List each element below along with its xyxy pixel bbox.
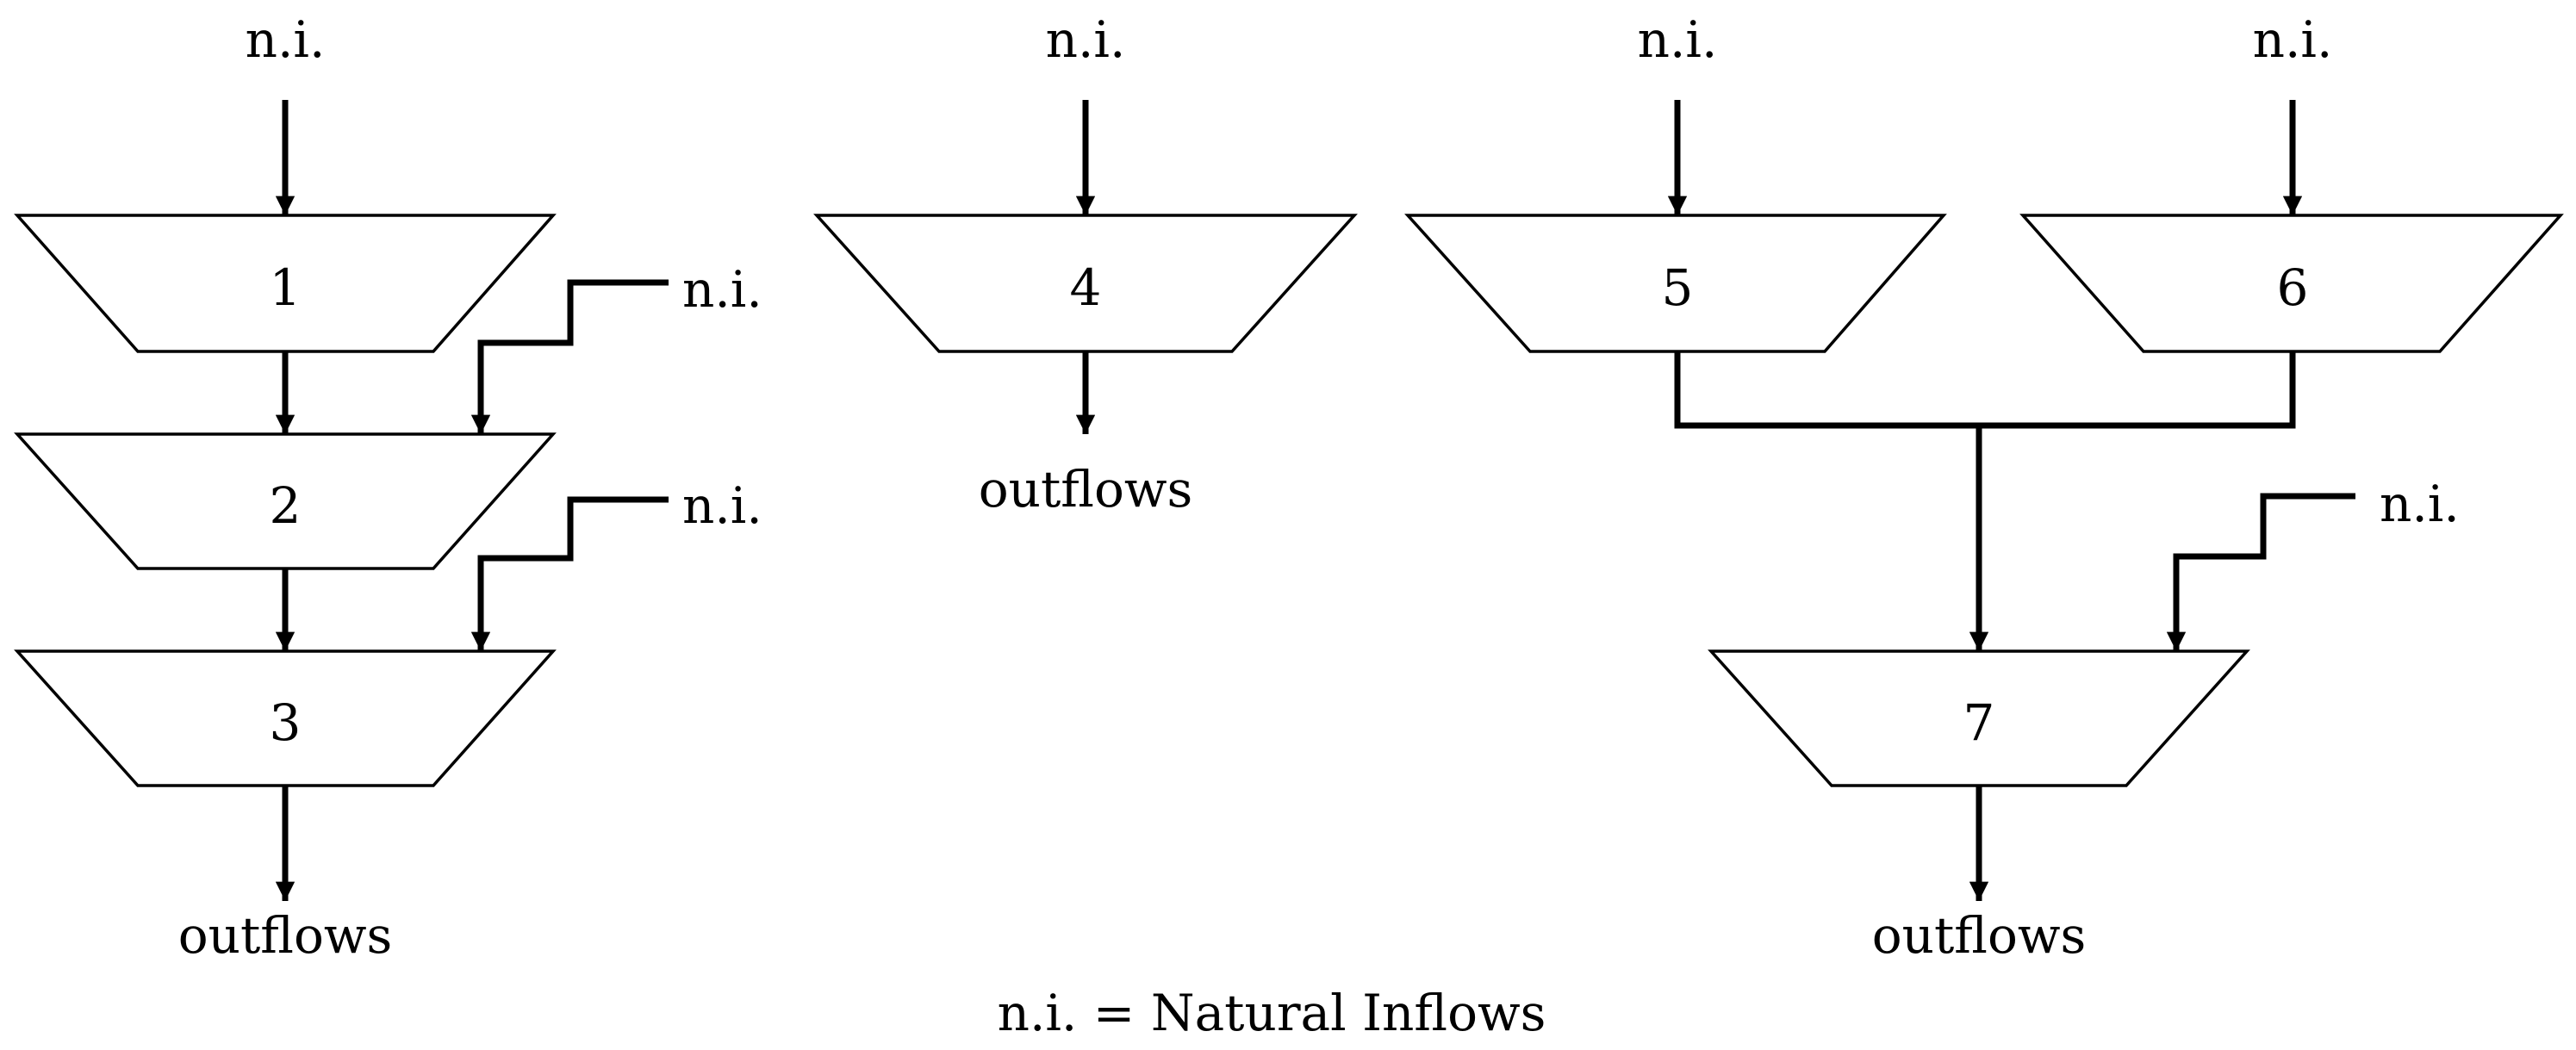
outflow-label-3: outflows [178,906,393,965]
reservoir-1-label: 1 [270,258,302,317]
reservoir-7: 7 [1708,649,2250,787]
reservoir-3: 3 [14,649,557,787]
legend-text: n.i. = Natural Inflows [998,984,1546,1042]
side-inflow-arrow-2 [470,279,669,434]
outflow-label-7: outflows [1872,906,2087,965]
side-inflow-arrow-7 [2166,493,2355,651]
reservoir-1: 1 [14,214,557,353]
reservoir-2-label: 2 [270,476,302,535]
reservoir-5: 5 [1404,214,1947,353]
inflow-label-1: n.i. [246,10,326,69]
reservoir-4-label: 4 [1070,258,1102,317]
reservoir-6-label: 6 [2277,258,2309,317]
side-inflow-label-3: n.i. [682,476,762,535]
side-inflow-label-2: n.i. [682,260,762,319]
outflow-label-4: outflows [979,460,1193,519]
reservoir-7-label: 7 [1963,693,1995,752]
reservoir-2: 2 [14,432,557,570]
inflow-label-5: n.i. [1638,10,1718,69]
inflow-label-6: n.i. [2253,10,2333,69]
reservoir-3-label: 3 [270,693,302,752]
reservoir-4: 4 [813,214,1358,353]
side-inflow-arrow-3 [470,496,669,651]
reservoir-5-label: 5 [1662,258,1694,317]
junction-5-6 [1674,351,2296,429]
side-inflow-label-7: n.i. [2380,475,2460,533]
inflow-label-4: n.i. [1046,10,1126,69]
reservoir-6: 6 [2019,214,2564,353]
